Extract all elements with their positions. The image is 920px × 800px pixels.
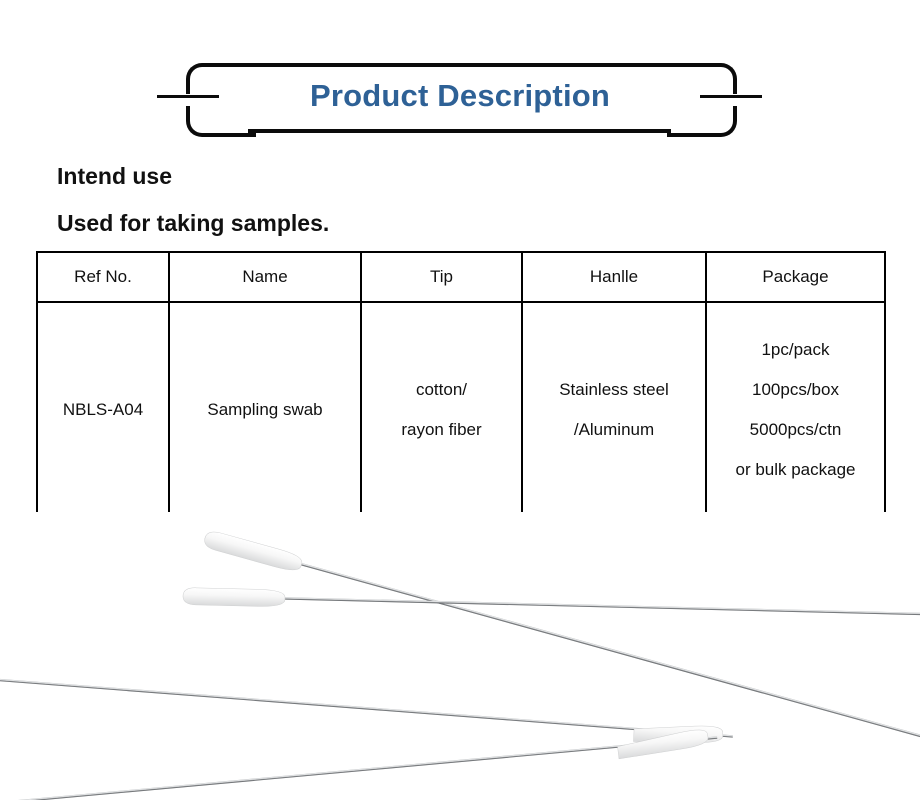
banner-rule-right — [700, 95, 762, 98]
cell-package-line-1: 1pc/pack — [761, 340, 830, 359]
column-header-ref-no: Ref No. — [36, 251, 170, 303]
cell-package: 1pc/pack 100pcs/box 5000pcs/ctn or bulk … — [705, 301, 886, 519]
cell-package-line-4: or bulk package — [735, 460, 856, 479]
cell-tip-line-1: cotton/ — [415, 380, 468, 399]
swabs-illustration — [0, 531, 920, 800]
swab-1-shaft — [204, 536, 920, 742]
banner-corner-bottom-right — [667, 106, 737, 137]
banner-corner-top-left — [186, 63, 256, 94]
swab-2 — [182, 587, 920, 617]
banner-corner-top-right — [667, 63, 737, 94]
column-header-handle: Hanlle — [521, 251, 707, 303]
cell-name: Sampling swab — [168, 301, 362, 519]
banner-edge-top — [248, 63, 671, 67]
swab-3 — [0, 677, 733, 743]
swab-1 — [204, 531, 920, 742]
swab-4 — [9, 729, 718, 800]
cell-package-line-3: 5000pcs/ctn — [749, 420, 842, 439]
cell-handle: Stainless steel /Aluminum — [521, 301, 707, 519]
swab-2-shaft — [182, 594, 920, 617]
swab-4-shaft — [9, 736, 718, 800]
cell-handle-line-2: /Aluminum — [573, 420, 655, 439]
banner-rule-left — [157, 95, 219, 98]
specification-table: Ref No. Name Tip Hanlle Package NBLS-A04… — [36, 251, 886, 519]
banner-edge-bottom — [248, 129, 671, 133]
swab-2-tip — [182, 587, 286, 607]
cell-tip-line-2: rayon fiber — [401, 420, 482, 439]
heading-intend-use: Intend use — [57, 163, 173, 189]
column-header-name: Name — [168, 251, 362, 303]
column-header-tip: Tip — [360, 251, 523, 303]
banner-corner-bottom-left — [186, 106, 256, 137]
heading-used-for-taking-samples: Used for taking samples. — [57, 210, 330, 236]
cell-package-line-2: 100pcs/box — [752, 380, 839, 399]
column-header-package: Package — [705, 251, 886, 303]
banner: Product Description — [0, 52, 920, 140]
table-header-row: Ref No. Name Tip Hanlle Package — [36, 251, 886, 303]
swab-1-tip — [204, 531, 303, 571]
swab-3-shaft — [0, 677, 733, 738]
table-row: NBLS-A04 Sampling swab cotton/ rayon fib… — [36, 301, 886, 519]
cell-handle-line-1: Stainless steel — [559, 380, 669, 399]
product-photo-swabs — [0, 512, 920, 800]
cell-ref-no: NBLS-A04 — [36, 301, 170, 519]
swab-4-tip — [617, 729, 709, 760]
page-title: Product Description — [309, 78, 611, 113]
cell-tip: cotton/ rayon fiber — [360, 301, 523, 519]
